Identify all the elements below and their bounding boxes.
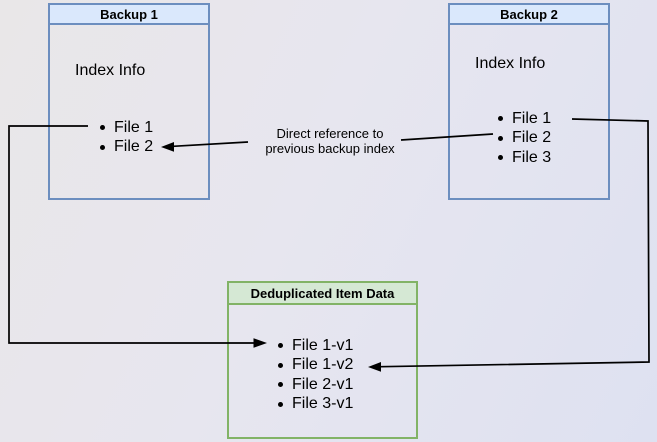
list-item-label: File 2-v1 <box>292 375 354 393</box>
edge-label: Direct reference to previous backup inde… <box>236 126 424 156</box>
list-item-label: File 3-v1 <box>292 395 354 413</box>
list-item: File 1 <box>100 118 153 138</box>
backup2-header: Backup 2 <box>450 5 608 25</box>
bullet-icon <box>498 155 503 161</box>
edge-label-line1: Direct reference to <box>276 126 384 141</box>
backup2-index-info-label: Index Info <box>475 55 546 72</box>
bullet-icon <box>278 362 283 368</box>
list-item: File 1 <box>498 109 551 129</box>
bullet-icon <box>100 144 105 150</box>
list-item: File 1-v1 <box>278 336 353 356</box>
bullet-icon <box>100 125 105 131</box>
dedup-file-list: File 1-v1 File 1-v2 File 2-v1 File 3-v1 <box>278 336 353 414</box>
dedup-title: Deduplicated Item Data <box>250 285 395 301</box>
list-item-label: File 1 <box>114 118 154 136</box>
bullet-icon <box>498 116 503 122</box>
backup1-index-info-label: Index Info <box>75 62 146 79</box>
backup2-box: Backup 2 <box>448 3 610 200</box>
list-item: File 1-v2 <box>278 356 353 376</box>
backup1-title: Backup 1 <box>100 6 158 22</box>
list-item-label: File 1 <box>512 109 552 127</box>
list-item: File 3 <box>498 148 551 168</box>
backup2-file-list: File 1 File 2 File 3 <box>498 109 551 168</box>
bullet-icon <box>278 401 283 407</box>
dedup-header: Deduplicated Item Data <box>229 283 416 305</box>
backup1-header: Backup 1 <box>50 5 208 25</box>
list-item-label: File 2 <box>114 138 154 156</box>
list-item: File 2 <box>498 129 551 149</box>
list-item-label: File 3 <box>512 148 552 166</box>
bullet-icon <box>278 382 283 388</box>
list-item: File 2 <box>100 138 153 158</box>
list-item-label: File 1-v1 <box>292 336 354 354</box>
backup1-file-list: File 1 File 2 <box>100 118 153 157</box>
edge-label-line2: previous backup index <box>265 141 395 156</box>
dedup-box: Deduplicated Item Data <box>227 281 418 439</box>
bullet-icon <box>278 343 283 349</box>
bullet-icon <box>498 135 503 141</box>
backup1-box: Backup 1 <box>48 3 210 200</box>
list-item-label: File 1-v2 <box>292 356 354 374</box>
list-item-label: File 2 <box>512 129 552 147</box>
list-item: File 3-v1 <box>278 395 353 415</box>
backup2-title: Backup 2 <box>500 6 558 22</box>
list-item: File 2-v1 <box>278 375 353 395</box>
